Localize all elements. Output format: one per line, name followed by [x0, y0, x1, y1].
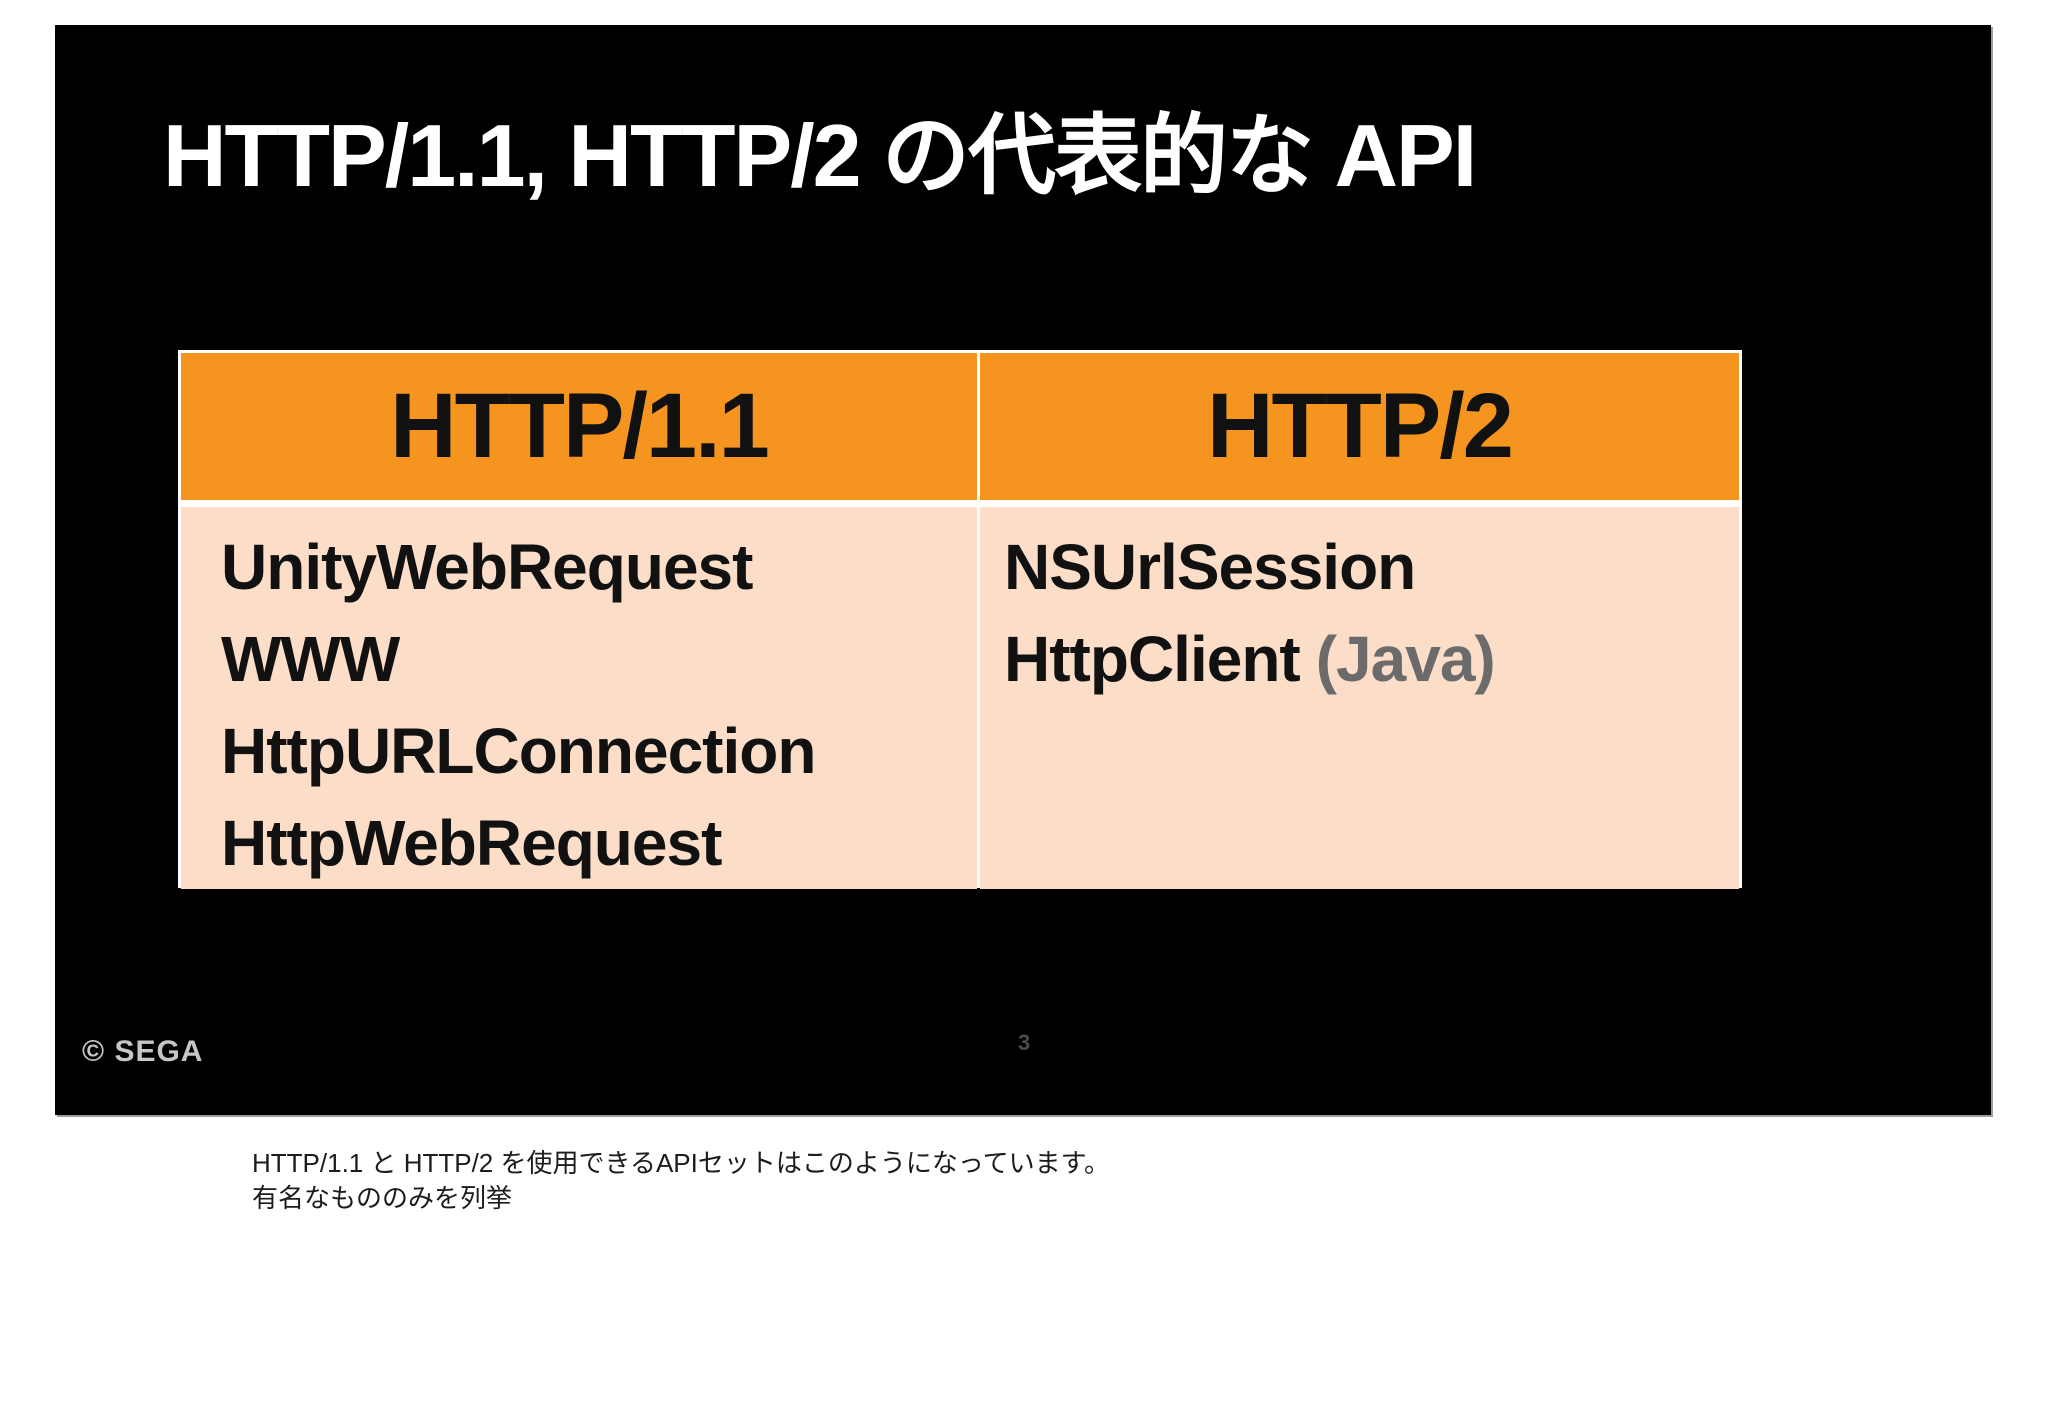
table-cell-http11-apis: UnityWebRequest WWW HttpURLConnection Ht…	[181, 507, 977, 889]
api-item: HttpURLConnection	[221, 715, 816, 787]
api-item: UnityWebRequest	[221, 531, 753, 603]
api-item: WWW	[221, 623, 400, 695]
api-item: HttpWebRequest	[221, 807, 722, 879]
api-item-label: NSUrlSession	[1004, 531, 1416, 603]
table-header-http11: HTTP/1.1	[181, 353, 977, 500]
speaker-notes: HTTP/1.1 と HTTP/2 を使用できるAPIセットはこのようになってい…	[252, 1146, 1110, 1216]
api-comparison-table: HTTP/1.1 HTTP/2 UnityWebRequest WWW Http…	[178, 350, 1742, 889]
table-header-http2: HTTP/2	[980, 353, 1739, 500]
api-item-annotation: (Java)	[1315, 623, 1496, 695]
copyright-label: © SEGA	[82, 1035, 204, 1068]
api-item-label: HttpClient	[1004, 623, 1301, 695]
slide-title: HTTP/1.1, HTTP/2 の代表的な API	[163, 106, 1477, 205]
speaker-notes-line: HTTP/1.1 と HTTP/2 を使用できるAPIセットはこのようになってい…	[252, 1148, 1110, 1178]
page-number: 3	[1018, 1030, 1031, 1055]
api-item: NSUrlSession	[1004, 521, 1739, 613]
slide-canvas: HTTP/1.1, HTTP/2 の代表的な API HTTP/1.1 HTTP…	[55, 25, 1991, 1115]
speaker-notes-line: 有名なもののみを列挙	[252, 1183, 513, 1213]
table-cell-http2-apis: NSUrlSession HttpClient(Java)	[980, 507, 1739, 889]
api-item: HttpClient(Java)	[1004, 613, 1739, 705]
